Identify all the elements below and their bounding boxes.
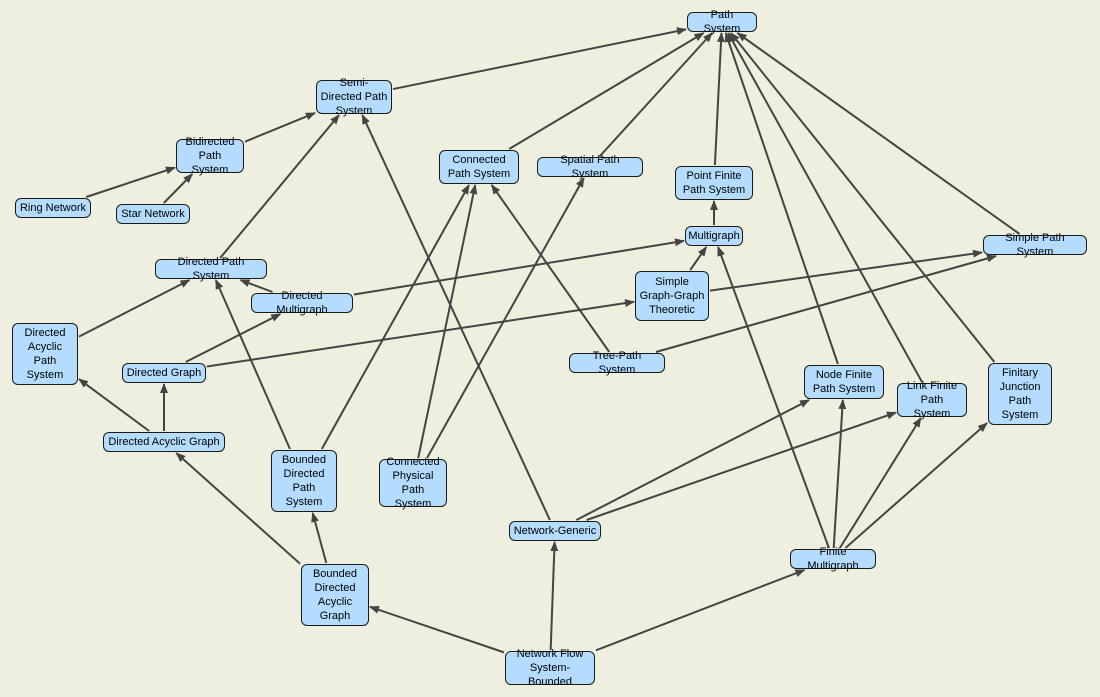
node-spatial[interactable]: Spatial Path System	[537, 154, 643, 180]
node-cpps[interactable]: Connected Physical Path System	[379, 456, 447, 510]
edge-dirmulti-to-dirpath	[239, 279, 273, 293]
node-nodefinite[interactable]: Node Finite Path System	[804, 365, 884, 399]
node-ring[interactable]: Ring Network	[15, 198, 91, 218]
node-dagps[interactable]: Directed Acyclic Path System	[12, 323, 78, 385]
edge-bdps-to-connected	[320, 184, 470, 450]
node-bidir[interactable]: Bidirected Path System	[176, 136, 244, 176]
node-multigraph[interactable]: Multigraph	[685, 226, 743, 246]
edge-nfsb-to-bdag	[369, 605, 505, 654]
node-star[interactable]: Star Network	[116, 204, 190, 224]
node-simplegraph[interactable]: Simple Graph-Graph Theoretic	[635, 271, 709, 321]
node-semi[interactable]: Semi-Directed Path System	[316, 77, 392, 117]
edge-finmulti-to-multigraph	[717, 246, 830, 549]
edge-dirgraph-to-simplegraph	[206, 299, 635, 368]
edge-bdag-to-dag	[175, 452, 301, 565]
edge-netgen-to-semi	[361, 114, 551, 521]
edge-linkfinite-to-path	[727, 32, 923, 383]
edge-cpps-to-spatial	[426, 177, 585, 459]
node-netgen[interactable]: Network-Generic	[509, 521, 601, 541]
edge-nodefinite-to-path	[724, 32, 839, 365]
edge-finitary-to-path	[730, 32, 996, 363]
edge-pointfinite-to-path	[713, 32, 726, 166]
edge-bdag-to-bdps	[311, 512, 328, 564]
edge-star-to-bidir	[163, 173, 194, 204]
edge-semi-to-path	[392, 27, 687, 91]
node-dirmulti[interactable]: Directed Multigraph	[251, 290, 353, 316]
node-connected[interactable]: Connected Path System	[439, 150, 519, 184]
node-nfsb[interactable]: Network Flow System-Bounded	[505, 648, 595, 688]
node-dirpath[interactable]: Directed Path System	[155, 256, 267, 282]
node-pointfinite[interactable]: Point Finite Path System	[675, 166, 753, 200]
edge-tree-to-connected	[490, 184, 611, 353]
edge-connected-to-path	[508, 32, 705, 150]
edge-finmulti-to-nodefinite	[832, 399, 847, 549]
node-bdps[interactable]: Bounded Directed Path System	[271, 450, 337, 512]
node-bdag[interactable]: Bounded Directed Acyclic Graph	[301, 564, 369, 626]
edge-simplegraph-to-simplepath	[709, 249, 983, 292]
edge-dirpath-to-semi	[219, 114, 340, 259]
node-path[interactable]: Path System	[687, 9, 757, 35]
edge-cpps-to-connected	[417, 184, 478, 459]
edge-dagps-to-dirpath	[78, 279, 191, 338]
node-finitary[interactable]: Finitary Junction Path System	[988, 363, 1052, 425]
node-dirgraph[interactable]: Directed Graph	[122, 363, 206, 383]
edge-nfsb-to-netgen	[549, 541, 559, 651]
edge-netgen-to-linkfinite	[586, 411, 897, 521]
edge-simplegraph-to-multigraph	[689, 246, 708, 271]
node-linkfinite[interactable]: Link Finite Path System	[897, 380, 967, 420]
edge-netgen-to-nodefinite	[575, 399, 810, 521]
edge-tree-to-simplepath	[655, 254, 997, 353]
edge-dirmulti-to-multigraph	[353, 238, 685, 296]
edge-ring-to-bidir	[85, 166, 176, 198]
edge-simplepath-to-path	[736, 32, 1021, 235]
edge-dag-to-dagps	[78, 378, 150, 432]
edge-finmulti-to-linkfinite	[839, 417, 922, 549]
node-dag[interactable]: Directed Acyclic Graph	[103, 432, 225, 452]
edge-dirgraph-to-dirmulti	[185, 313, 282, 363]
node-tree[interactable]: Tree-Path System	[569, 350, 665, 376]
edge-bdps-to-dirpath	[214, 279, 291, 450]
edge-spatial-to-path	[599, 32, 713, 157]
node-finmulti[interactable]: Finite Multigraph	[790, 546, 876, 572]
edge-finmulti-to-finitary	[844, 422, 988, 549]
edge-bidir-to-semi	[244, 112, 316, 143]
node-simplepath[interactable]: Simple Path System	[983, 232, 1087, 258]
edge-nfsb-to-finmulti	[595, 569, 806, 652]
